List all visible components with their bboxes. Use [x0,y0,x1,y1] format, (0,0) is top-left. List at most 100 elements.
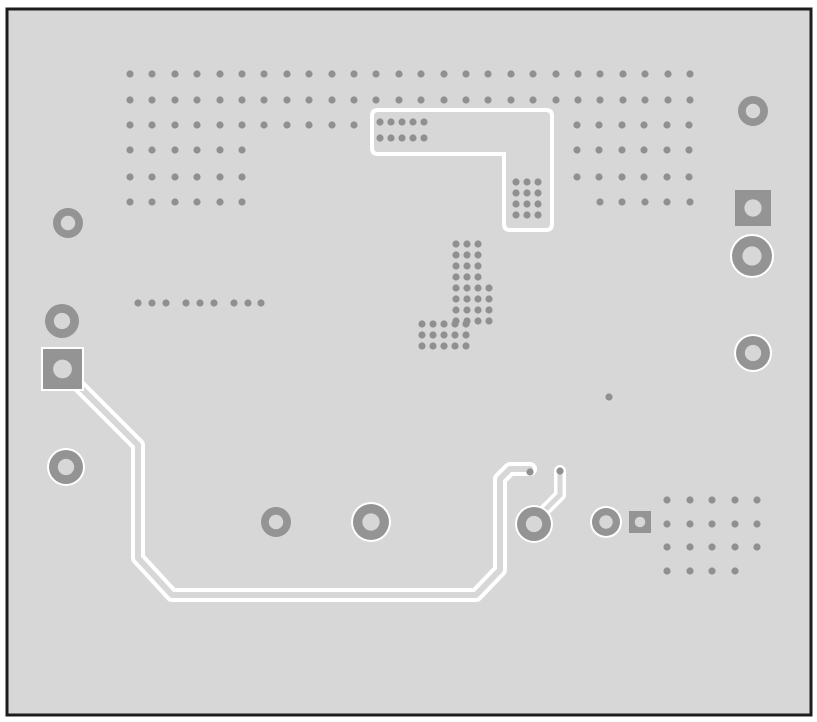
via-icon [474,262,482,270]
via-icon [238,121,246,129]
via-icon [663,543,671,551]
copper-polygon-l [370,108,554,232]
via-icon [409,134,417,142]
via-icon [463,295,471,303]
via-icon [641,198,649,206]
via-icon [618,121,626,129]
via-icon [462,342,470,350]
via-icon [395,70,403,78]
via-icon [238,173,246,181]
via-icon [372,70,380,78]
via-icon [686,70,694,78]
via-icon [708,520,716,528]
via-icon [238,70,246,78]
via-icon [398,118,406,126]
pad-hole [53,312,71,330]
via-icon [552,96,560,104]
via-icon [193,198,201,206]
via-icon [731,543,739,551]
via-icon [663,567,671,575]
via-icon [420,118,428,126]
via-icon [171,96,179,104]
via-icon [523,211,531,219]
via-icon [474,284,482,292]
via-icon [663,198,671,206]
via-icon [216,173,224,181]
via-icon [417,96,425,104]
via-icon [420,134,428,142]
via-icon [463,306,471,314]
via-icon [574,96,582,104]
via-icon [452,240,460,248]
via-icon [171,146,179,154]
via-icon [512,189,520,197]
via-icon [193,146,201,154]
via-icon [573,146,581,154]
via-icon [148,70,156,78]
via-icon [452,295,460,303]
via-icon [556,467,564,475]
via-icon [686,543,694,551]
via-icon [171,70,179,78]
via-icon [507,96,515,104]
via-icon [686,567,694,575]
via-icon [753,543,761,551]
via-icon [485,284,493,292]
via-icon [708,567,716,575]
via-icon [484,96,492,104]
via-icon [573,121,581,129]
via-icon [418,331,426,339]
via-icon [462,96,470,104]
pad-hole [53,359,72,379]
via-icon [193,96,201,104]
via-icon [260,70,268,78]
via-icon [452,306,460,314]
via-icon [283,70,291,78]
via-icon [328,70,336,78]
pad-hole [60,215,76,231]
via-icon [552,70,560,78]
via-icon [484,70,492,78]
via-icon [283,121,291,129]
via-icon [462,70,470,78]
via-icon [260,96,268,104]
via-icon [485,317,493,325]
via-icon [619,96,627,104]
via-icon [640,146,648,154]
via-icon [196,299,204,307]
via-icon [171,173,179,181]
via-icon [305,70,313,78]
via-icon [305,121,313,129]
via-icon [708,496,716,504]
via-icon [429,342,437,350]
pad-group [41,96,774,543]
via-icon [328,121,336,129]
via-icon [463,273,471,281]
via-icon [260,121,268,129]
via-icon [452,262,460,270]
via-icon [126,173,134,181]
via-icon [216,96,224,104]
via-icon [440,331,448,339]
via-icon [193,121,201,129]
via-icon [523,178,531,186]
via-icon [663,173,671,181]
via-icon [618,146,626,154]
via-icon [534,178,542,186]
pad-hole [57,458,75,476]
via-icon [171,198,179,206]
via-icon [596,96,604,104]
via-icon [529,70,537,78]
via-icon [574,70,582,78]
via-icon [641,70,649,78]
via-icon [244,299,252,307]
via-icon [238,198,246,206]
via-icon [686,198,694,206]
via-icon [463,251,471,259]
via-icon [376,134,384,142]
via-icon [640,121,648,129]
via-icon [387,134,395,142]
via-icon [685,146,693,154]
via-icon [753,520,761,528]
